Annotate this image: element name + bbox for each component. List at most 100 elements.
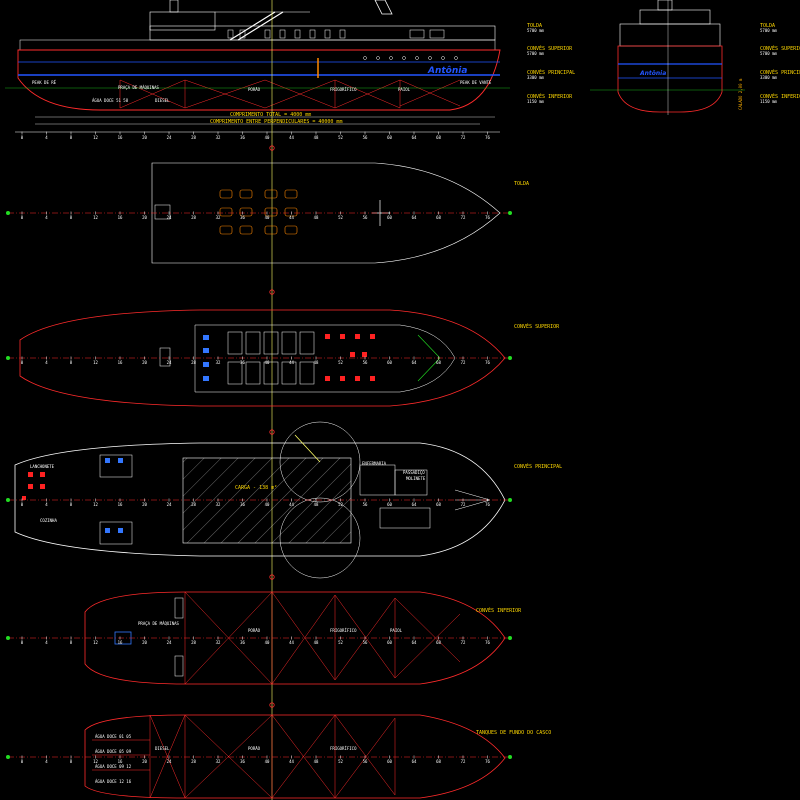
lower-deck-label-holds: PORÃO	[248, 628, 261, 633]
main-deck-label-winch: MOLINETE	[406, 476, 426, 481]
frame-tick-label: 44	[289, 215, 294, 220]
frame-tick-label: 4	[45, 640, 48, 645]
frame-tick-label: 60	[387, 640, 392, 645]
tolda-title: TOLDA	[514, 181, 529, 187]
tolda-life-rafts	[219, 189, 298, 235]
frame-tick-label: 56	[363, 215, 368, 220]
frame-tick-label: 0	[21, 135, 24, 140]
double-bottom-bulkheads	[92, 714, 396, 799]
frame-tick-label: 28	[191, 135, 196, 140]
legend-lower-deck: CONVÉS INFERIOR	[527, 92, 573, 100]
frame-tick-label: 72	[461, 360, 466, 365]
frame-tick-label: 12	[93, 135, 98, 140]
profile-label-forward-peak: PEAK DE VANTE	[460, 80, 492, 85]
lower-deck-title: CONVÉS INFERIOR	[476, 606, 522, 614]
frame-tick-label: 0	[21, 759, 24, 764]
centreline-end-marker	[6, 498, 10, 502]
frame-tick-label: 4	[45, 215, 48, 220]
frame-tick-label: 48	[314, 640, 319, 645]
frame-tick-label: 16	[118, 135, 123, 140]
frame-tick-label: 24	[167, 215, 172, 220]
frame-tick-label: 20	[142, 215, 147, 220]
profile-label-aft-peak: PEAK DE RÉ	[32, 80, 57, 85]
centreline-end-marker	[508, 356, 512, 360]
frame-tick-label: 76	[485, 759, 490, 764]
frame-tick-label: 8	[70, 215, 73, 220]
frame-tick-label: 0	[21, 640, 24, 645]
frame-tick-label: 48	[314, 215, 319, 220]
frame-tick-label: 56	[363, 360, 368, 365]
frame-tick-label: 0	[21, 215, 24, 220]
frame-tick-label: 52	[338, 215, 343, 220]
upper-deck-seats	[325, 334, 375, 381]
frame-tick-label: 4	[45, 360, 48, 365]
profile-label-holds: PORÃO	[248, 87, 261, 92]
legend-right-tolda-value: 5700 mm	[760, 28, 777, 33]
frame-tick-label: 60	[387, 135, 392, 140]
frame-tick-label: 64	[412, 360, 417, 365]
frame-tick-label: 40	[265, 759, 270, 764]
frame-tick-label: 40	[265, 502, 270, 507]
lower-deck-label-engine-room: PRAÇA DE MÁQUINAS	[138, 621, 180, 626]
profile-label-engine-room: PRAÇA DE MÁQUINAS	[118, 85, 160, 90]
frame-tick-label: 76	[485, 135, 490, 140]
frame-tick-label: 48	[314, 135, 319, 140]
legend-right-tolda: TOLDA	[760, 23, 775, 29]
frame-tick-label: 64	[412, 640, 417, 645]
frame-tick-label: 20	[142, 640, 147, 645]
frame-tick-label: 8	[70, 360, 73, 365]
frame-tick-label: 0	[21, 502, 24, 507]
legend-right-main: CONVÉS PRINCIPAL	[760, 68, 800, 76]
frame-tick-label: 44	[289, 640, 294, 645]
frame-tick-label: 32	[216, 215, 221, 220]
frame-tick-label: 48	[314, 360, 319, 365]
frame-tick-label: 52	[338, 640, 343, 645]
main-deck-label-cargo: CARGA - 138 m²	[235, 485, 277, 491]
frame-tick-label: 48	[314, 502, 319, 507]
frame-tick-label: 20	[142, 502, 147, 507]
cross-section-view: Antônia CALADO 2,00 m	[590, 0, 745, 115]
frame-tick-label: 24	[167, 759, 172, 764]
frame-tick-label: 12	[93, 502, 98, 507]
profile-ship-name: Antônia	[427, 65, 467, 76]
upper-deck-bathrooms	[203, 335, 209, 381]
frame-tick-label: 56	[363, 640, 368, 645]
frame-tick-label: 12	[93, 759, 98, 764]
frame-tick-label: 52	[338, 360, 343, 365]
frame-tick-label: 68	[436, 640, 441, 645]
section-reference-marker	[269, 574, 275, 580]
lower-deck-label-store: PAIOL	[390, 628, 403, 633]
tolda-outline	[151, 162, 501, 264]
frame-tick-label: 28	[191, 215, 196, 220]
frame-tick-label: 36	[240, 360, 245, 365]
profile-view: Antônia PEAK DE RÉ PRAÇA DE MÁQUINAS POR…	[5, 0, 510, 140]
frame-tick-label: 64	[412, 215, 417, 220]
frame-tick-label: 8	[70, 759, 73, 764]
frame-tick-label: 28	[191, 640, 196, 645]
double-bottom-title: TANQUES DE FUNDO DO CASCO	[476, 730, 551, 736]
height-legend-right: TOLDA 5700 mm CONVÉS SUPERIOR 5700 mm CO…	[760, 23, 800, 104]
frame-tick-label: 40	[265, 135, 270, 140]
legend-right-main-value: 3300 mm	[760, 75, 777, 80]
frame-tick-label: 24	[167, 502, 172, 507]
frame-tick-label: 36	[240, 135, 245, 140]
frame-tick-label: 72	[461, 640, 466, 645]
double-bottom-fresh-water-3: ÁGUA DOCE 09 12	[95, 764, 132, 769]
legend-tolda-value: 5700 mm	[527, 28, 544, 33]
frame-tick-label: 32	[216, 502, 221, 507]
main-deck-label-kitchen: COZINHA	[40, 518, 57, 523]
legend-right-upper-value: 5700 mm	[760, 51, 777, 56]
frame-tick-label: 72	[461, 759, 466, 764]
upper-deck-cabins	[227, 331, 315, 385]
profile-stair	[229, 11, 276, 41]
frame-tick-label: 16	[118, 215, 123, 220]
frame-tick-label: 48	[314, 759, 319, 764]
profile-hull-outline	[17, 49, 501, 111]
double-bottom-outline	[84, 714, 506, 799]
upper-deck-title: CONVÉS SUPERIOR	[514, 322, 560, 330]
section-reference-marker	[269, 145, 275, 151]
legend-right-lower: CONVÉS INFERIOR	[760, 92, 800, 100]
main-deck-label-bridge: PASSADIÇO	[403, 470, 425, 475]
frame-tick-label: 64	[412, 759, 417, 764]
